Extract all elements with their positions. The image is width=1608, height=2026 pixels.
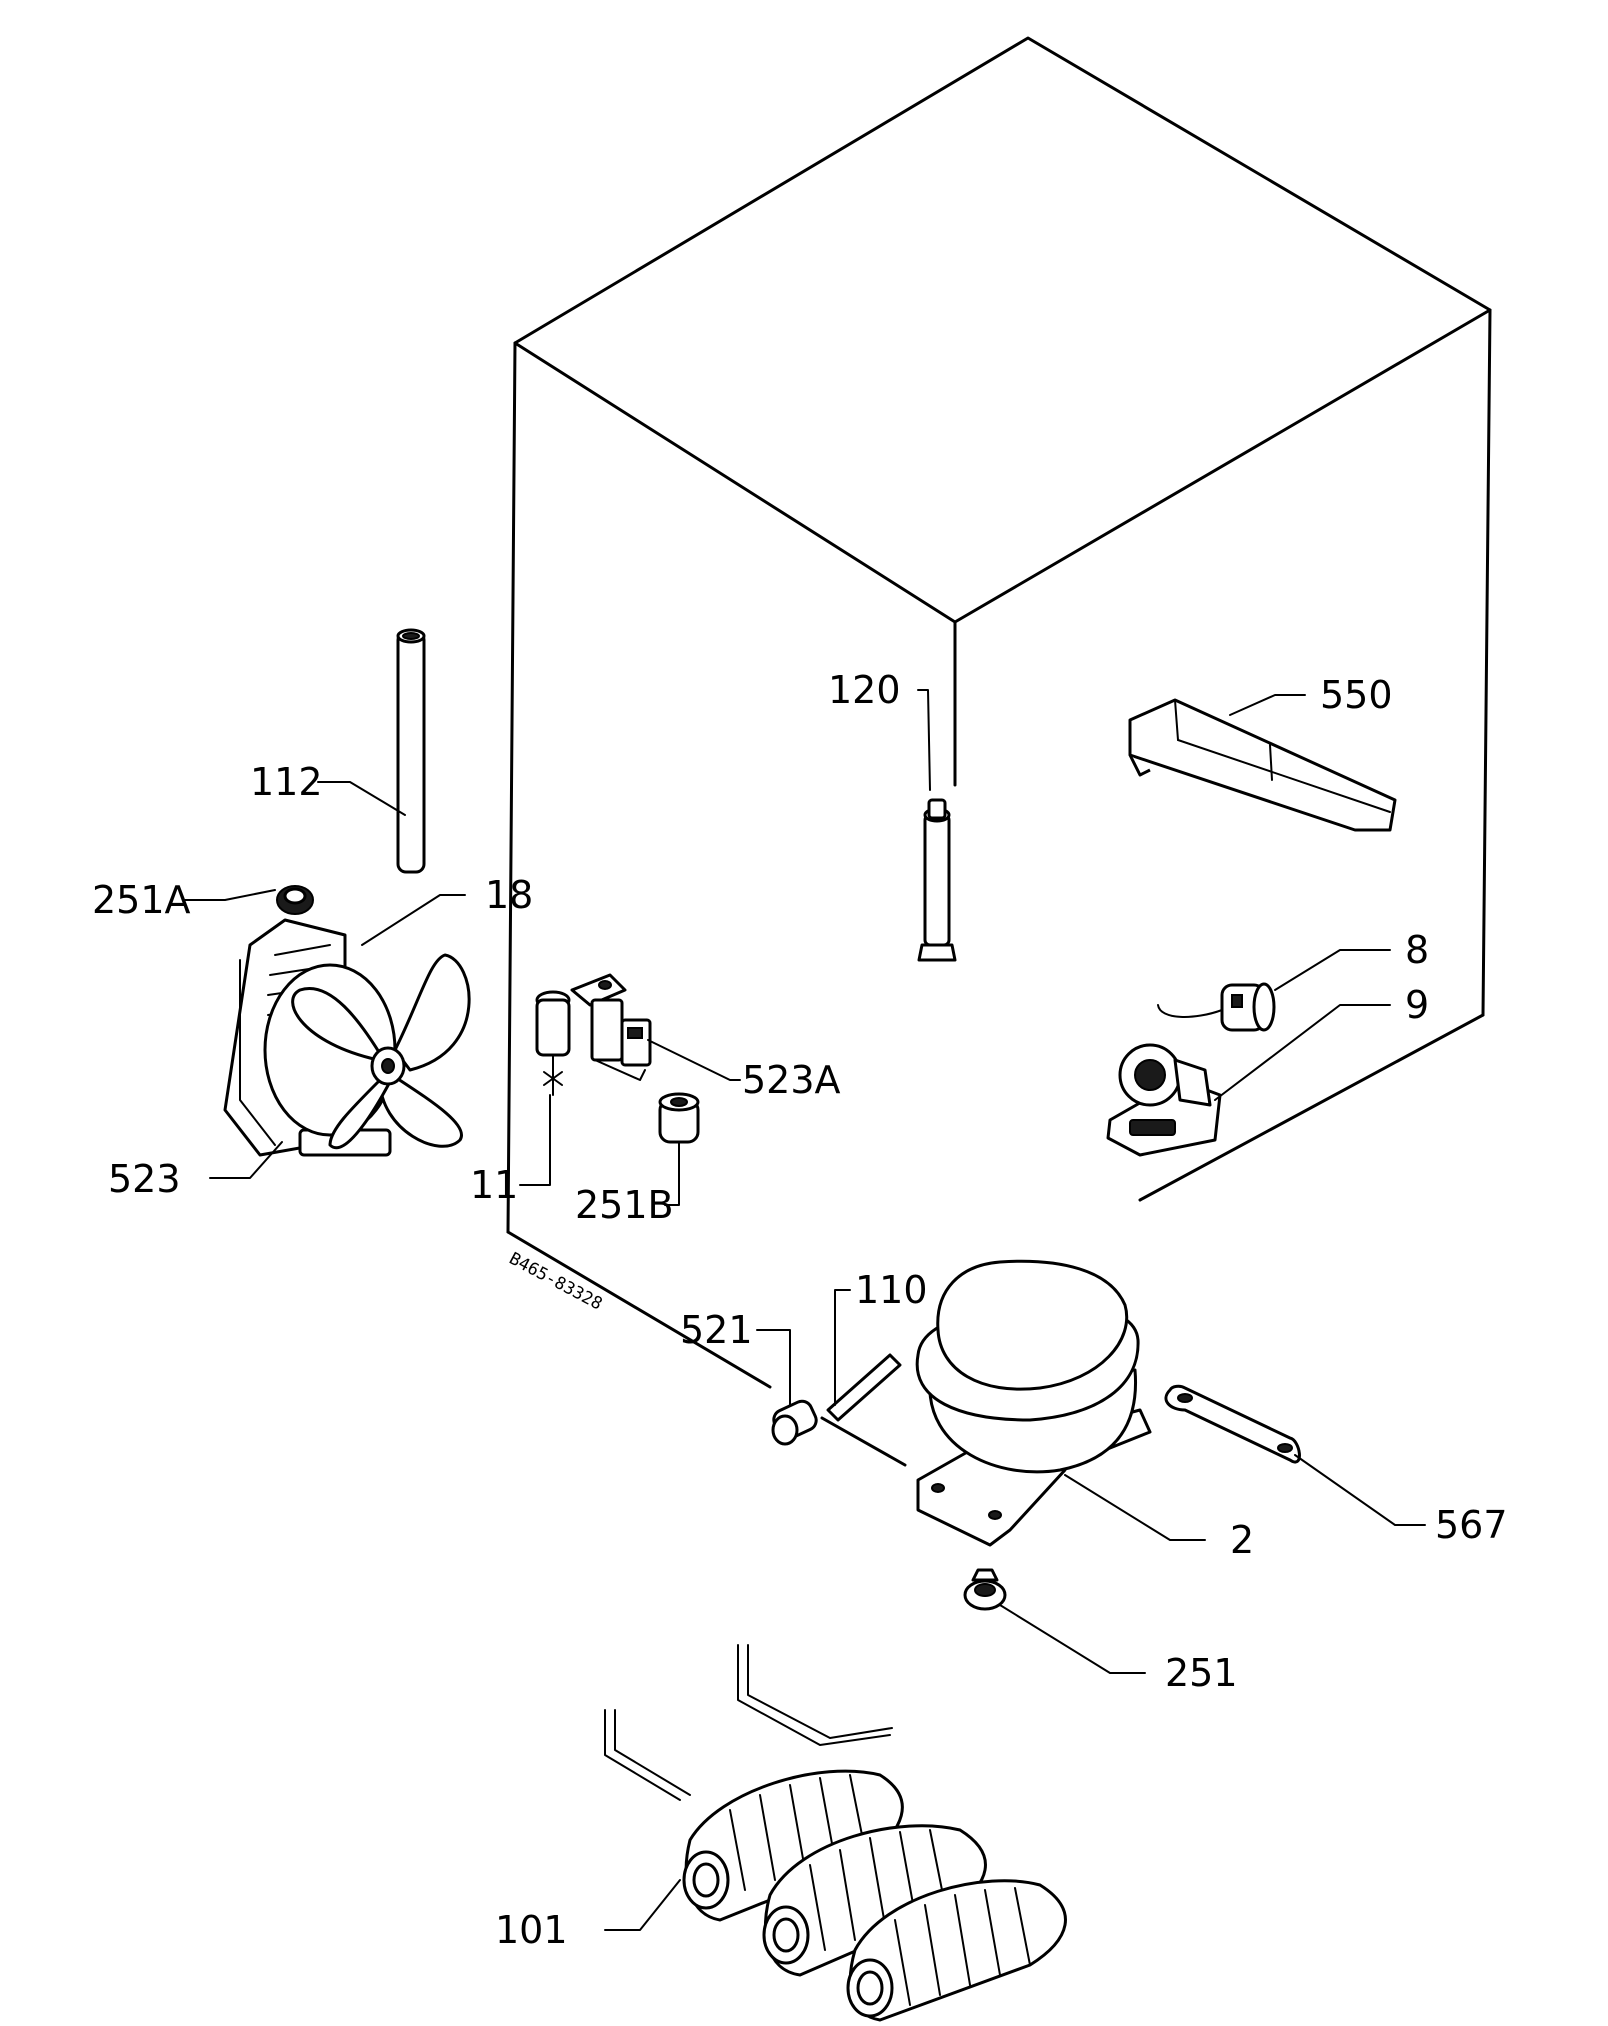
part-9-thermostat [1106,1043,1222,1157]
cabinet-outline [506,36,1492,1467]
part-523A-relay [570,973,652,1081]
part-101-condenser-coil [604,1644,1067,2022]
part-251B-bushing [658,1092,700,1144]
label-18: 18 [485,873,533,917]
label-11: 11 [470,1163,518,1207]
label-120: 120 [828,668,901,712]
label-521: 521 [680,1308,753,1352]
label-110: 110 [855,1268,928,1312]
part-251A-grommet [276,885,314,915]
part-112-tube [396,628,426,874]
part-110-pin [826,1353,902,1422]
label-251: 251 [1165,1651,1238,1695]
part-521-cap [771,1399,818,1446]
part-523-fan-motor [223,918,397,1157]
part-550-bracket [1128,698,1397,832]
label-101: 101 [495,1908,568,1952]
label-251A: 251A [92,878,191,922]
part-251-grommet [963,1568,1007,1611]
label-251B: 251B [575,1183,674,1227]
part-18-fan-blade [291,953,471,1150]
label-8: 8 [1405,928,1429,972]
label-2: 2 [1230,1518,1254,1562]
part-8-lamp-socket [1157,982,1276,1032]
part-120-sensor-tube [917,798,957,962]
part-11-capacitor [535,990,571,1096]
part-2-compressor [915,1259,1152,1547]
label-523: 523 [108,1157,181,1201]
label-567: 567 [1435,1503,1508,1547]
label-112: 112 [250,760,323,804]
label-9: 9 [1405,983,1429,1027]
part-567-strap [1164,1384,1301,1464]
label-550: 550 [1320,673,1393,717]
label-523A: 523A [742,1058,841,1102]
